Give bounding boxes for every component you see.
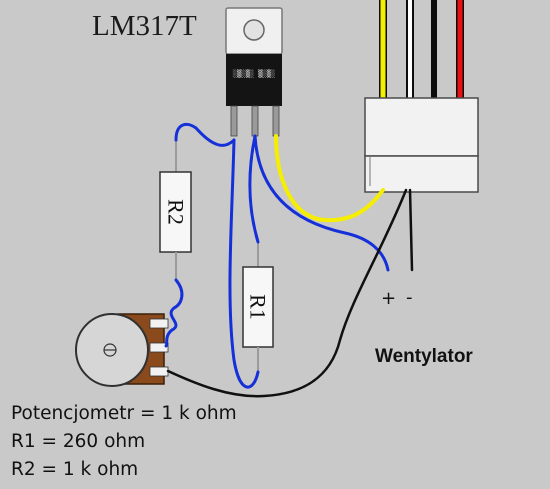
fan-plus-terminal: + (381, 288, 397, 309)
r2-label: R2 (164, 199, 189, 225)
note-r2: R2 = 1 k ohm (11, 459, 139, 480)
note-potentiometer: Potencjometr = 1 k ohm (11, 403, 237, 424)
fan-label: Wentylator (375, 346, 473, 367)
yellow-wire (274, 134, 385, 223)
potentiometer (75, 313, 169, 387)
regulator-label: LM317T (92, 10, 197, 42)
resistor-r1 (242, 242, 274, 372)
fan-cable (379, 0, 464, 100)
resistor-r2 (159, 140, 192, 280)
note-r1: R1 = 260 ohm (11, 431, 146, 452)
fan-minus-terminal: - (406, 287, 413, 308)
fan-connector (364, 97, 479, 193)
blue-wires (164, 122, 390, 389)
lm317t-regulator (225, 7, 283, 137)
component-values: Potencjometr = 1 k ohm R1 = 260 ohm R2 =… (11, 400, 237, 484)
black-wires (166, 188, 414, 398)
r1-label: R1 (246, 294, 271, 320)
regulator-marking: ░▒░▒░ ▒░▒░ (233, 69, 275, 78)
